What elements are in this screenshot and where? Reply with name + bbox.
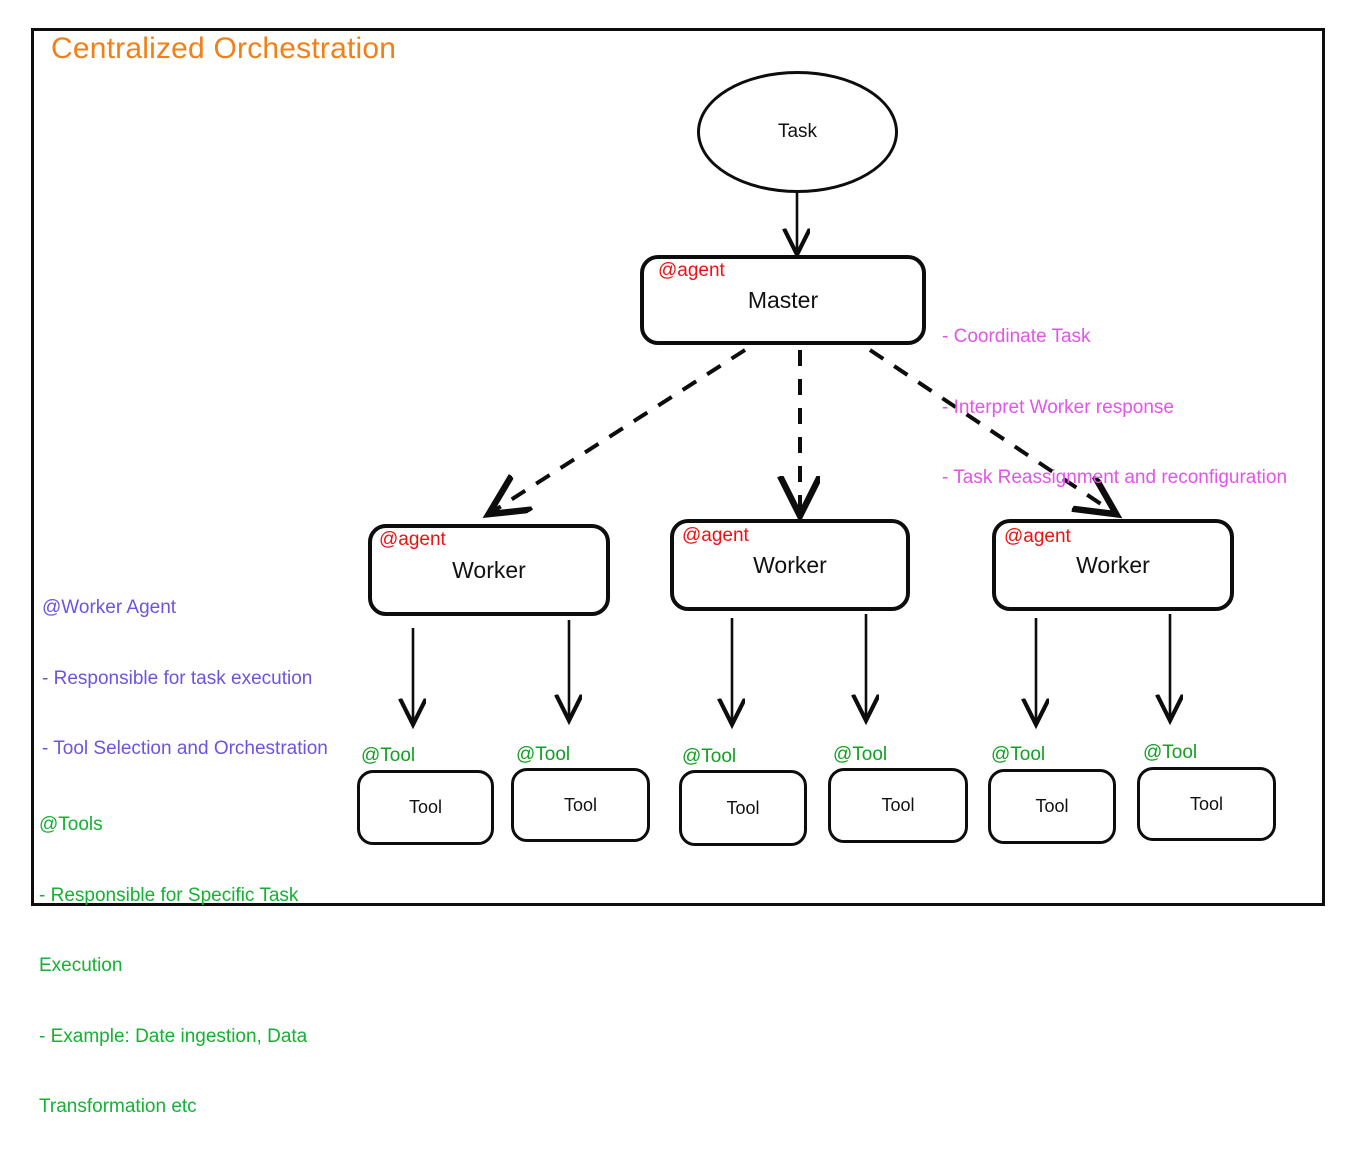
node-tool-4[interactable]: Tool	[828, 768, 968, 843]
worker-annotation-line-2: - Responsible for task execution	[42, 667, 313, 689]
node-tool-3[interactable]: Tool	[679, 770, 807, 846]
node-tool-6-label: Tool	[1189, 793, 1224, 814]
node-tool-3-label: Tool	[726, 797, 760, 818]
node-tool-5-label: Tool	[1035, 796, 1069, 816]
node-tool-2[interactable]: Tool	[511, 768, 650, 842]
node-tool-1[interactable]: Tool	[357, 770, 494, 845]
master-annotation: - Coordinate Task - Interpret Worker res…	[942, 278, 1287, 537]
worker-annotation: @Worker Agent - Responsible for task exe…	[42, 549, 328, 808]
node-tool-2-label: Tool	[563, 794, 598, 815]
node-tool-4-tag: @Tool	[833, 744, 888, 765]
node-worker-3-label: Worker	[1076, 551, 1150, 578]
node-tool-5[interactable]: Tool	[988, 769, 1116, 844]
tools-annotation: @Tools - Responsible for Specific Task E…	[39, 766, 307, 1166]
node-master-tag: @agent	[658, 260, 725, 281]
tools-annotation-line-1: @Tools	[39, 814, 103, 835]
node-worker-2[interactable]: Worker	[670, 519, 910, 611]
node-worker-1-label: Worker	[452, 556, 526, 583]
diagram-canvas: Centralized Orchestration Task	[31, 28, 1325, 1117]
tools-annotation-line-2: - Responsible for Specific Task	[39, 884, 299, 906]
node-tool-1-label: Tool	[408, 797, 443, 817]
node-worker-3-tag: @agent	[1004, 526, 1071, 547]
node-tool-3-tag: @Tool	[682, 746, 737, 767]
page-title: Centralized Orchestration	[51, 32, 397, 65]
node-tool-5-tag: @Tool	[991, 744, 1046, 765]
master-annotation-line-1: - Coordinate Task	[942, 326, 1091, 347]
node-tool-2-tag: @Tool	[516, 744, 571, 765]
node-worker-3[interactable]: Worker	[992, 519, 1234, 611]
node-task-label: Task	[777, 121, 818, 142]
worker-annotation-line-1: @Worker Agent	[42, 597, 177, 618]
tools-annotation-line-5: Transformation etc	[39, 1096, 197, 1117]
tools-annotation-line-4: - Example: Date ingestion, Data	[39, 1025, 308, 1047]
master-annotation-line-2: - Interpret Worker response	[942, 396, 1174, 418]
node-worker-2-label: Worker	[753, 551, 827, 578]
node-worker-2-tag: @agent	[682, 525, 749, 546]
master-annotation-line-3: - Task Reassignment and reconfiguration	[942, 467, 1288, 488]
node-tool-4-label: Tool	[881, 795, 915, 815]
node-worker-1-tag: @agent	[379, 529, 446, 550]
node-task[interactable]: Task	[697, 71, 898, 193]
node-tool-6[interactable]: Tool	[1137, 767, 1276, 841]
node-tool-1-tag: @Tool	[361, 745, 416, 766]
node-tool-6-tag: @Tool	[1143, 742, 1198, 763]
tools-annotation-line-3: Execution	[39, 955, 123, 976]
node-worker-1[interactable]: Worker	[368, 524, 610, 616]
worker-annotation-line-3: - Tool Selection and Orchestration	[42, 738, 328, 759]
node-master[interactable]: Master	[640, 255, 926, 345]
node-master-label: Master	[747, 286, 819, 313]
